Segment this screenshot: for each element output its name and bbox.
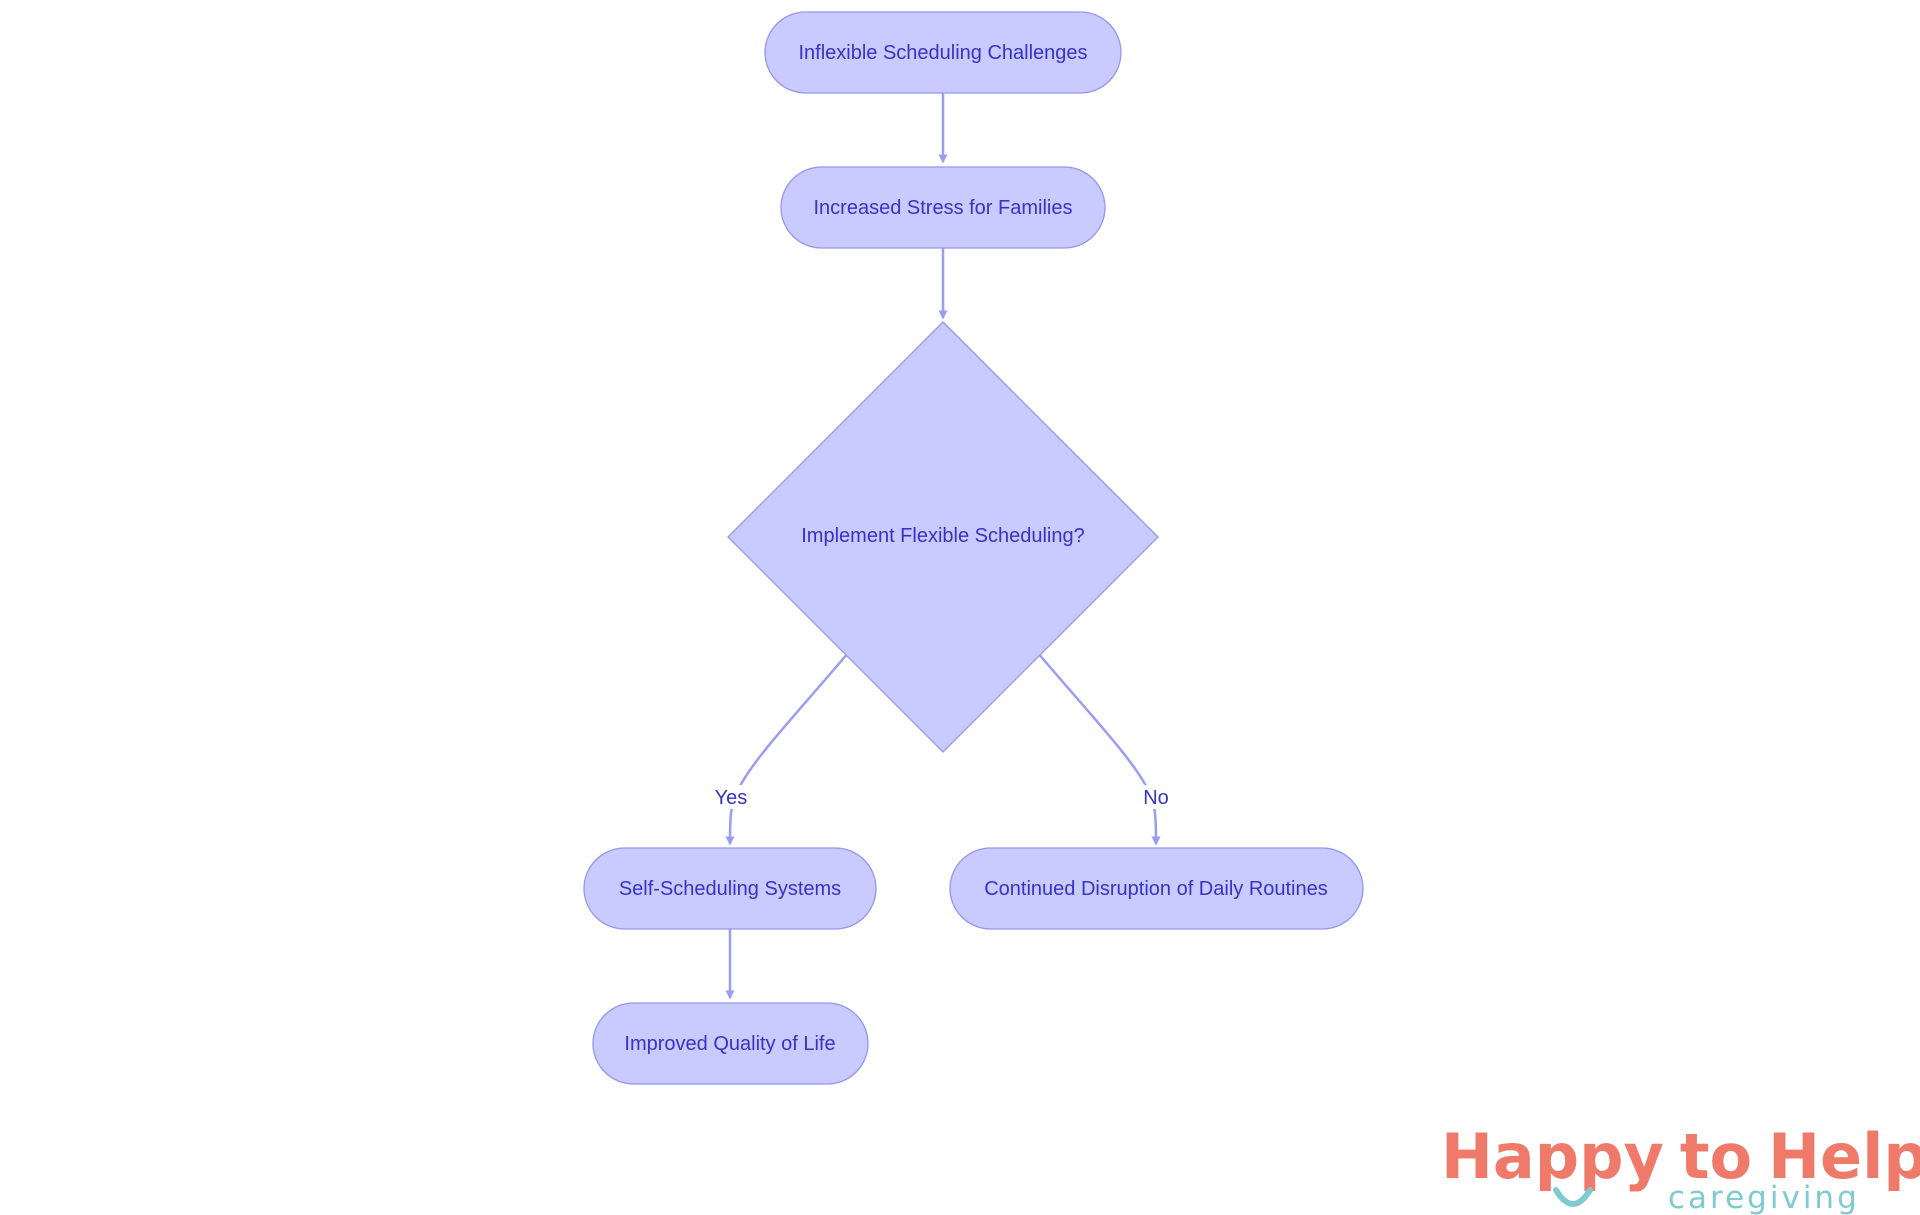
logo-word-to: to: [1680, 1120, 1752, 1193]
decision-implement-flexible-scheduling: Implement Flexible Scheduling?: [727, 321, 1159, 753]
node-self-scheduling-systems: Self-Scheduling Systems: [583, 847, 877, 930]
svg-text:Yes: Yes: [715, 787, 748, 809]
svg-text:Increased Stress for Families: Increased Stress for Families: [814, 197, 1073, 219]
logo-word-help: Help: [1768, 1120, 1920, 1193]
logo-smile-icon: [1553, 1187, 1593, 1207]
svg-text:Continued Disruption of Daily: Continued Disruption of Daily Routines: [984, 878, 1328, 900]
edge-label-yes: Yes: [711, 785, 751, 809]
edge-decision-to-disruption: [1037, 652, 1161, 846]
node-continued-disruption-of-daily-routines: Continued Disruption of Daily Routines: [949, 847, 1364, 930]
edge-decision-to-self-scheduling: [725, 652, 849, 846]
svg-text:Implement Flexible Scheduling?: Implement Flexible Scheduling?: [801, 525, 1085, 547]
svg-text:No: No: [1143, 787, 1169, 809]
logo-word-happy: Happy: [1441, 1120, 1664, 1193]
node-increased-stress-for-families: Increased Stress for Families: [780, 166, 1106, 249]
edge-label-no: No: [1140, 785, 1172, 809]
svg-text:Self-Scheduling Systems: Self-Scheduling Systems: [619, 878, 841, 900]
svg-text:Improved Quality of Life: Improved Quality of Life: [624, 1033, 835, 1055]
node-improved-quality-of-life: Improved Quality of Life: [592, 1002, 869, 1085]
logo-tagline: caregiving: [1668, 1180, 1860, 1215]
node-inflexible-scheduling-challenges: Inflexible Scheduling Challenges: [764, 11, 1122, 94]
svg-text:Inflexible Scheduling Challeng: Inflexible Scheduling Challenges: [798, 42, 1087, 64]
